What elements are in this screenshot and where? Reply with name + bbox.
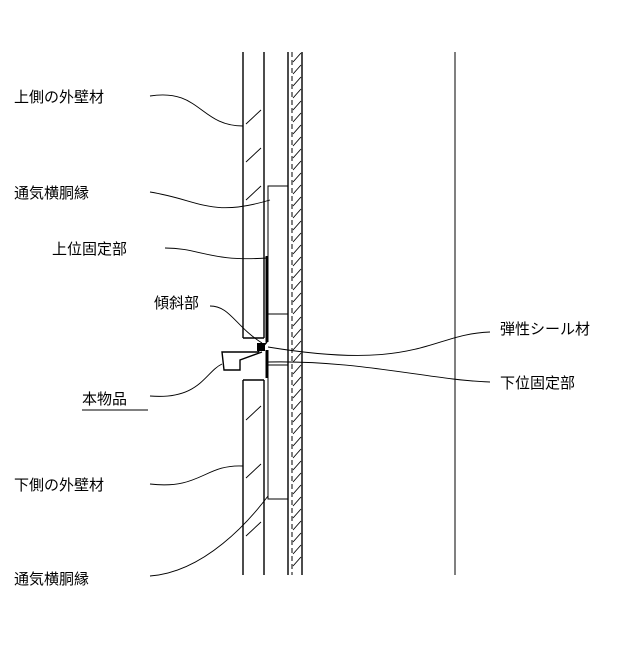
hatch-line <box>293 401 301 410</box>
furring-strip-lower <box>268 365 288 499</box>
sheathing-hatching <box>293 53 301 566</box>
hatch-line <box>293 365 301 374</box>
leader-product <box>150 364 222 396</box>
hatch-line <box>293 461 301 470</box>
hatch-line <box>293 353 301 362</box>
hatch-line <box>293 161 301 170</box>
hatch-line <box>293 305 301 314</box>
hatch-line <box>293 389 301 398</box>
hatch-line <box>293 173 301 182</box>
hatch-line <box>293 257 301 266</box>
leader-furring-lower <box>150 496 268 576</box>
hatch-line <box>293 149 301 158</box>
hatch-line <box>293 497 301 506</box>
label-furring-lower: 通気横胴縁 <box>14 570 89 588</box>
elastic-seal-block <box>257 343 265 351</box>
hatch-line <box>293 377 301 386</box>
hatch-line <box>293 425 301 434</box>
hatch-line <box>293 113 301 122</box>
label-elastic-seal: 弾性シール材 <box>500 320 590 338</box>
leader-lower-wall <box>150 466 243 485</box>
hatch-line <box>293 185 301 194</box>
label-lower-fixing: 下位固定部 <box>500 374 575 392</box>
hatch-line <box>293 65 301 74</box>
leader-upper-fixing <box>165 248 267 259</box>
label-inclined: 傾斜部 <box>154 294 199 312</box>
hatch-line <box>293 545 301 554</box>
label-upper-fixing: 上位固定部 <box>52 240 127 258</box>
hatch-line <box>293 533 301 542</box>
furring-strip-upper <box>268 186 288 314</box>
hatch-line <box>293 209 301 218</box>
hatch-line <box>293 329 301 338</box>
hatch-line <box>293 197 301 206</box>
label-furring-upper: 通気横胴縁 <box>14 184 89 202</box>
hatch-line <box>293 89 301 98</box>
label-lower-wall: 下側の外壁材 <box>14 476 104 494</box>
label-product: 本物品 <box>82 390 127 408</box>
hatch-line <box>293 509 301 518</box>
hatch-line <box>293 413 301 422</box>
hatch-line <box>293 437 301 446</box>
upper-wall-panel <box>243 52 264 338</box>
hatch-line <box>293 245 301 254</box>
hatch-line <box>293 557 301 566</box>
hatch-line <box>293 53 301 62</box>
hatch-line <box>293 233 301 242</box>
hatch-line <box>293 449 301 458</box>
hatch-line <box>293 485 301 494</box>
hatch-line <box>293 101 301 110</box>
leader-inclined <box>210 306 262 343</box>
hatch-line <box>293 293 301 302</box>
hatch-line <box>293 473 301 482</box>
hatch-line <box>293 269 301 278</box>
flashing-product <box>222 256 267 378</box>
hatch-line <box>293 137 301 146</box>
sheathing-board <box>288 52 302 575</box>
hatch-line <box>293 281 301 290</box>
hatch-line <box>293 341 301 350</box>
label-upper-wall: 上側の外壁材 <box>14 88 104 106</box>
hatch-line <box>293 521 301 530</box>
hatch-line <box>293 317 301 326</box>
lower-wall-panel <box>243 380 264 575</box>
hatch-line <box>293 77 301 86</box>
hatch-line <box>293 221 301 230</box>
leader-upper-wall <box>150 95 243 126</box>
hatch-line <box>293 125 301 134</box>
